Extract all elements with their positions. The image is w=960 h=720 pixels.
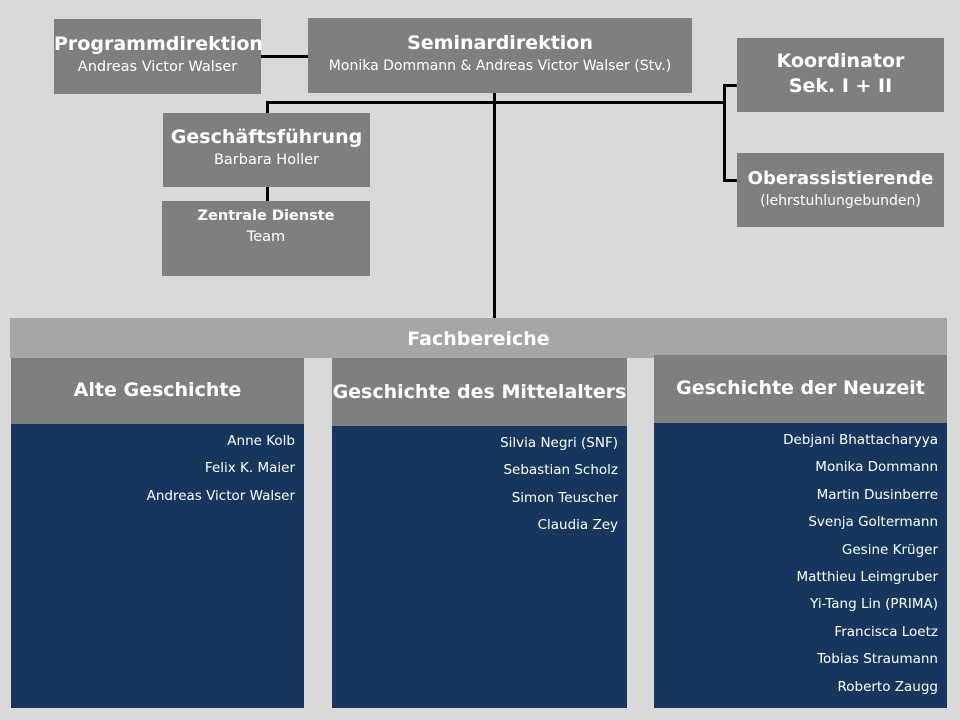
geschaeftsfuehrung-box: Geschäftsführung Barbara Holler bbox=[163, 113, 370, 187]
list-item: Sebastian Scholz bbox=[503, 462, 618, 479]
connector-horizontal-bar bbox=[266, 101, 726, 104]
geschaeftsfuehrung-title: Geschäftsführung bbox=[170, 126, 363, 148]
list-item: Roberto Zaugg bbox=[837, 678, 938, 695]
connector-geschaeft-drop bbox=[266, 101, 269, 113]
zentrale-dienste-title: Zentrale Dienste bbox=[197, 208, 335, 224]
list-item: Felix K. Maier bbox=[204, 460, 295, 477]
list-item: Claudia Zey bbox=[537, 517, 618, 534]
connector-geschaeft-zentrale bbox=[266, 187, 269, 201]
list-item: Anne Kolb bbox=[227, 433, 295, 449]
column-title: Alte Geschichte bbox=[73, 379, 242, 401]
zentrale-dienste-name: Team bbox=[246, 229, 286, 245]
oberassistierende-subtitle: (lehrstuhlungebunden) bbox=[760, 193, 921, 209]
list-item: Tobias Straumann bbox=[817, 651, 938, 668]
list-item: Francisca Loetz bbox=[834, 623, 938, 640]
seminardirektion-title: Seminardirektion bbox=[407, 32, 593, 54]
seminardirektion-name: Monika Dommann & Andreas Victor Walser (… bbox=[328, 58, 672, 74]
programmdirektion-name: Andreas Victor Walser bbox=[77, 59, 238, 75]
connector-right-vertical bbox=[723, 84, 726, 182]
list-item: Silvia Negri (SNF) bbox=[500, 435, 618, 451]
column-header-mittelalter: Geschichte des Mittelalters bbox=[332, 358, 627, 426]
list-item: Monika Dommann bbox=[815, 459, 938, 476]
geschaeftsfuehrung-name: Barbara Holler bbox=[213, 152, 320, 168]
member-list: Silvia Negri (SNF) Sebastian Scholz Simo… bbox=[332, 430, 618, 540]
list-item: Andreas Victor Walser bbox=[146, 487, 295, 504]
connector-koordinator bbox=[723, 84, 737, 87]
koordinator-subtitle: Sek. I + II bbox=[788, 75, 893, 97]
koordinator-title: Koordinator bbox=[776, 50, 905, 72]
fachbereiche-band: Fachbereiche bbox=[10, 318, 947, 358]
column-header-neuzeit: Geschichte der Neuzeit bbox=[654, 355, 947, 423]
programmdirektion-box: Programmdirektion Andreas Victor Walser bbox=[54, 19, 263, 94]
connector-main-vertical bbox=[493, 93, 496, 319]
list-item: Svenja Goltermann bbox=[808, 514, 938, 531]
list-item: Martin Dusinberre bbox=[816, 486, 938, 503]
member-list: Debjani Bhattacharyya Monika Dommann Mar… bbox=[654, 427, 938, 701]
zentrale-dienste-box: Zentrale Dienste Team bbox=[162, 201, 370, 276]
column-body-neuzeit: Debjani Bhattacharyya Monika Dommann Mar… bbox=[654, 423, 947, 708]
list-item: Yi-Tang Lin (PRIMA) bbox=[810, 596, 938, 613]
column-body-mittelalter: Silvia Negri (SNF) Sebastian Scholz Simo… bbox=[332, 426, 627, 708]
list-item: Matthieu Leimgruber bbox=[796, 569, 938, 586]
list-item: Debjani Bhattacharyya bbox=[783, 432, 938, 448]
koordinator-box: Koordinator Sek. I + II bbox=[737, 38, 944, 112]
seminardirektion-box: Seminardirektion Monika Dommann & Andrea… bbox=[308, 18, 692, 93]
oberassistierende-title: Oberassistierende bbox=[747, 168, 934, 189]
column-header-alte-geschichte: Alte Geschichte bbox=[11, 358, 304, 424]
programmdirektion-title: Programmdirektion bbox=[54, 33, 263, 55]
member-list: Anne Kolb Felix K. Maier Andreas Victor … bbox=[11, 428, 295, 510]
column-body-alte-geschichte: Anne Kolb Felix K. Maier Andreas Victor … bbox=[11, 424, 304, 708]
column-title: Geschichte der Neuzeit bbox=[676, 377, 925, 399]
connector-programm-seminar bbox=[261, 55, 308, 58]
column-title: Geschichte des Mittelalters bbox=[332, 381, 627, 403]
list-item: Simon Teuscher bbox=[511, 489, 618, 506]
list-item: Gesine Krüger bbox=[841, 541, 938, 558]
oberassistierende-box: Oberassistierende (lehrstuhlungebunden) bbox=[737, 153, 944, 227]
connector-oberassistierende bbox=[723, 179, 737, 182]
